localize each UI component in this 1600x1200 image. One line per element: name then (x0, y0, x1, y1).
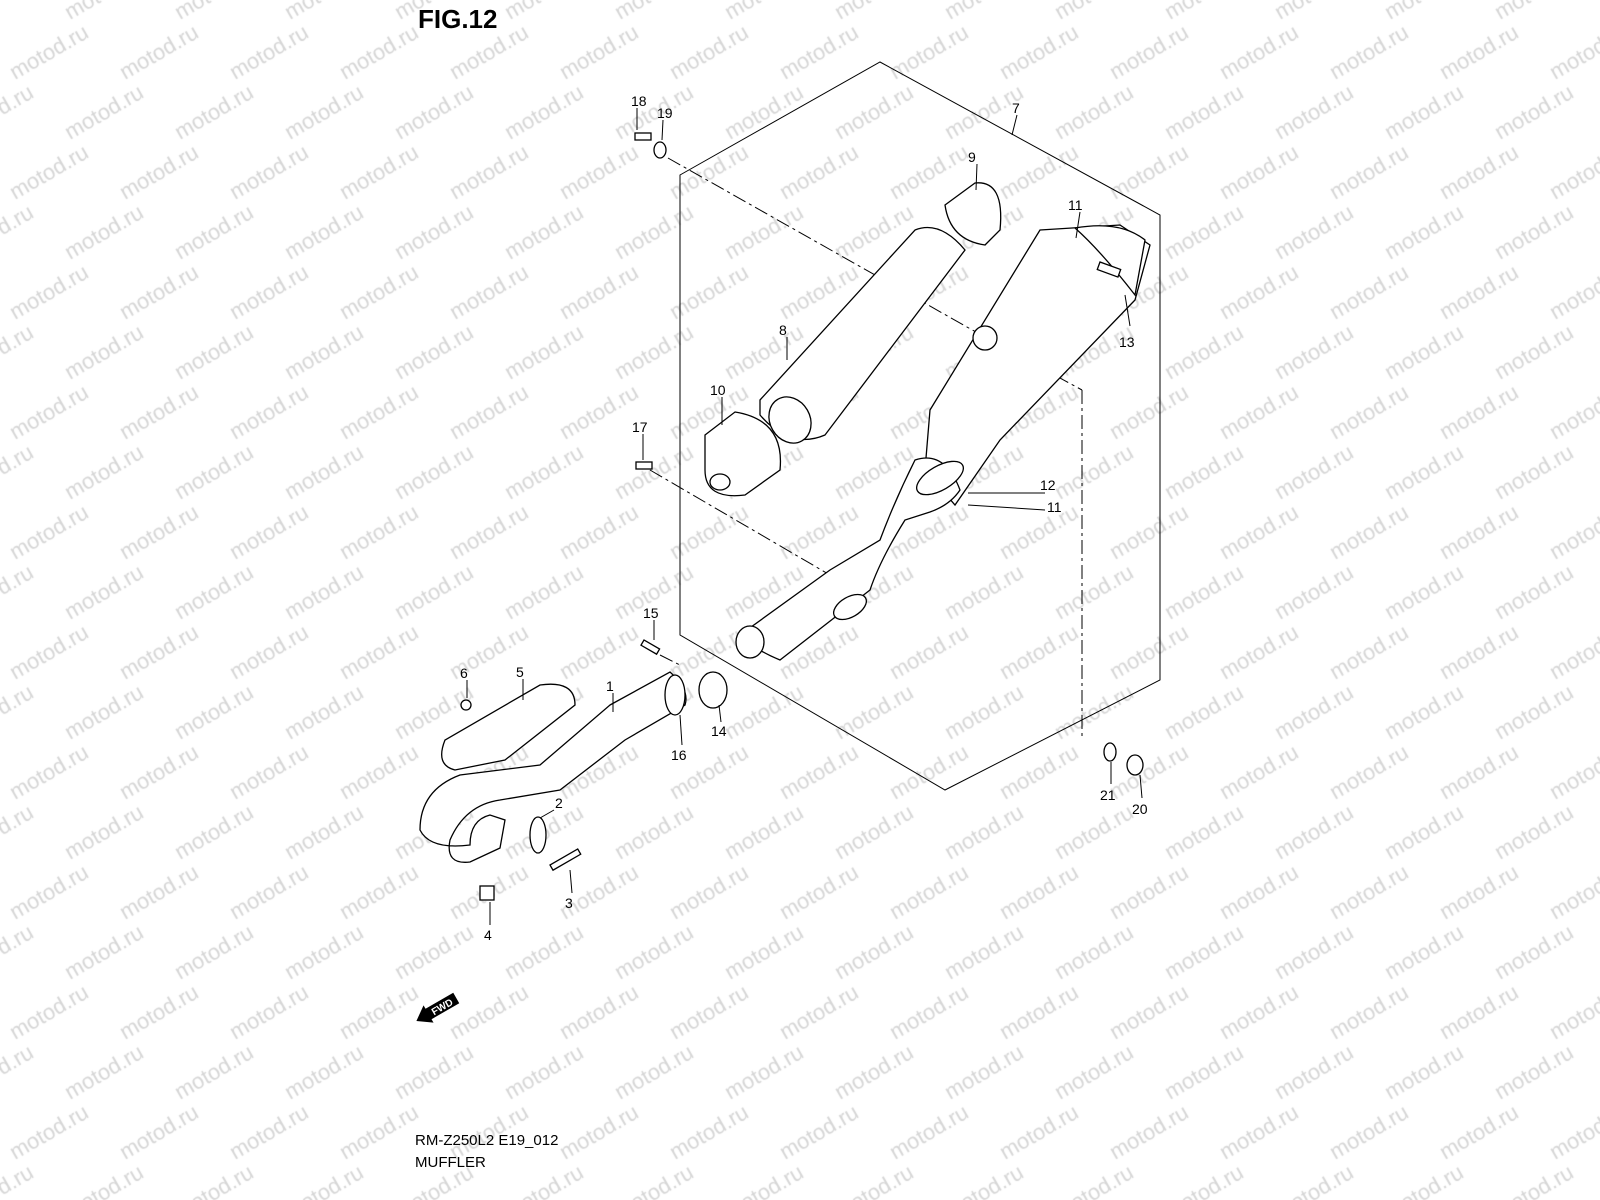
callout-17[interactable]: 17 (632, 419, 648, 435)
fwd-label: FWD (430, 997, 455, 1018)
sleeve-opening (768, 396, 812, 444)
stud-3 (549, 848, 582, 872)
bolt-17 (635, 461, 653, 470)
callout-11-lower[interactable]: 11 (1047, 499, 1062, 515)
figure-name: MUFFLER (415, 1154, 486, 1171)
forward-direction-arrow: FWD (416, 992, 460, 1023)
alignment-line (659, 654, 681, 666)
heat-guard (441, 683, 576, 771)
callout-8[interactable]: 8 (779, 322, 787, 338)
gasket-2 (529, 816, 547, 854)
callout-12[interactable]: 12 (1040, 477, 1056, 493)
callout-11[interactable]: 11 (1068, 197, 1083, 213)
callout-20[interactable]: 20 (1132, 801, 1148, 817)
model-code: RM-Z250L2 E19_012 (415, 1132, 559, 1149)
washer-20 (1126, 754, 1144, 776)
clamp-16 (664, 674, 686, 716)
callout-2[interactable]: 2 (555, 795, 563, 811)
callout-15[interactable]: 15 (643, 605, 659, 621)
nut-4 (479, 885, 495, 901)
callout-3[interactable]: 3 (565, 895, 573, 911)
callout-9[interactable]: 9 (968, 149, 976, 165)
alignment-line (667, 157, 991, 341)
figure-title: FIG.12 (418, 4, 498, 34)
leader-lines (466, 108, 1143, 925)
callout-19[interactable]: 19 (657, 105, 673, 121)
callout-18[interactable]: 18 (631, 93, 647, 109)
joint-14 (698, 671, 728, 709)
muffler-assembly (735, 224, 1151, 661)
exhaust-pipe (419, 671, 687, 863)
callout-6[interactable]: 6 (460, 665, 468, 681)
callout-13[interactable]: 13 (1119, 334, 1135, 350)
bolt-15 (640, 639, 661, 656)
end-cap-9 (944, 182, 1002, 246)
bolt-18 (634, 132, 652, 141)
callout-16[interactable]: 16 (671, 747, 687, 763)
washer-21 (1103, 742, 1117, 762)
callout-1[interactable]: 1 (606, 678, 614, 694)
callout-14[interactable]: 14 (711, 723, 727, 739)
callout-10[interactable]: 10 (710, 382, 726, 398)
assembly-box (679, 61, 1161, 791)
callout-5[interactable]: 5 (516, 664, 524, 680)
washer-19 (653, 141, 667, 159)
callout-4[interactable]: 4 (484, 927, 492, 943)
callout-21[interactable]: 21 (1100, 787, 1116, 803)
callout-7[interactable]: 7 (1012, 100, 1020, 116)
alignment-line (649, 469, 831, 576)
figure-caption: RM-Z250L2 E19_012 MUFFLER (415, 1130, 558, 1174)
nut-6 (460, 699, 472, 711)
